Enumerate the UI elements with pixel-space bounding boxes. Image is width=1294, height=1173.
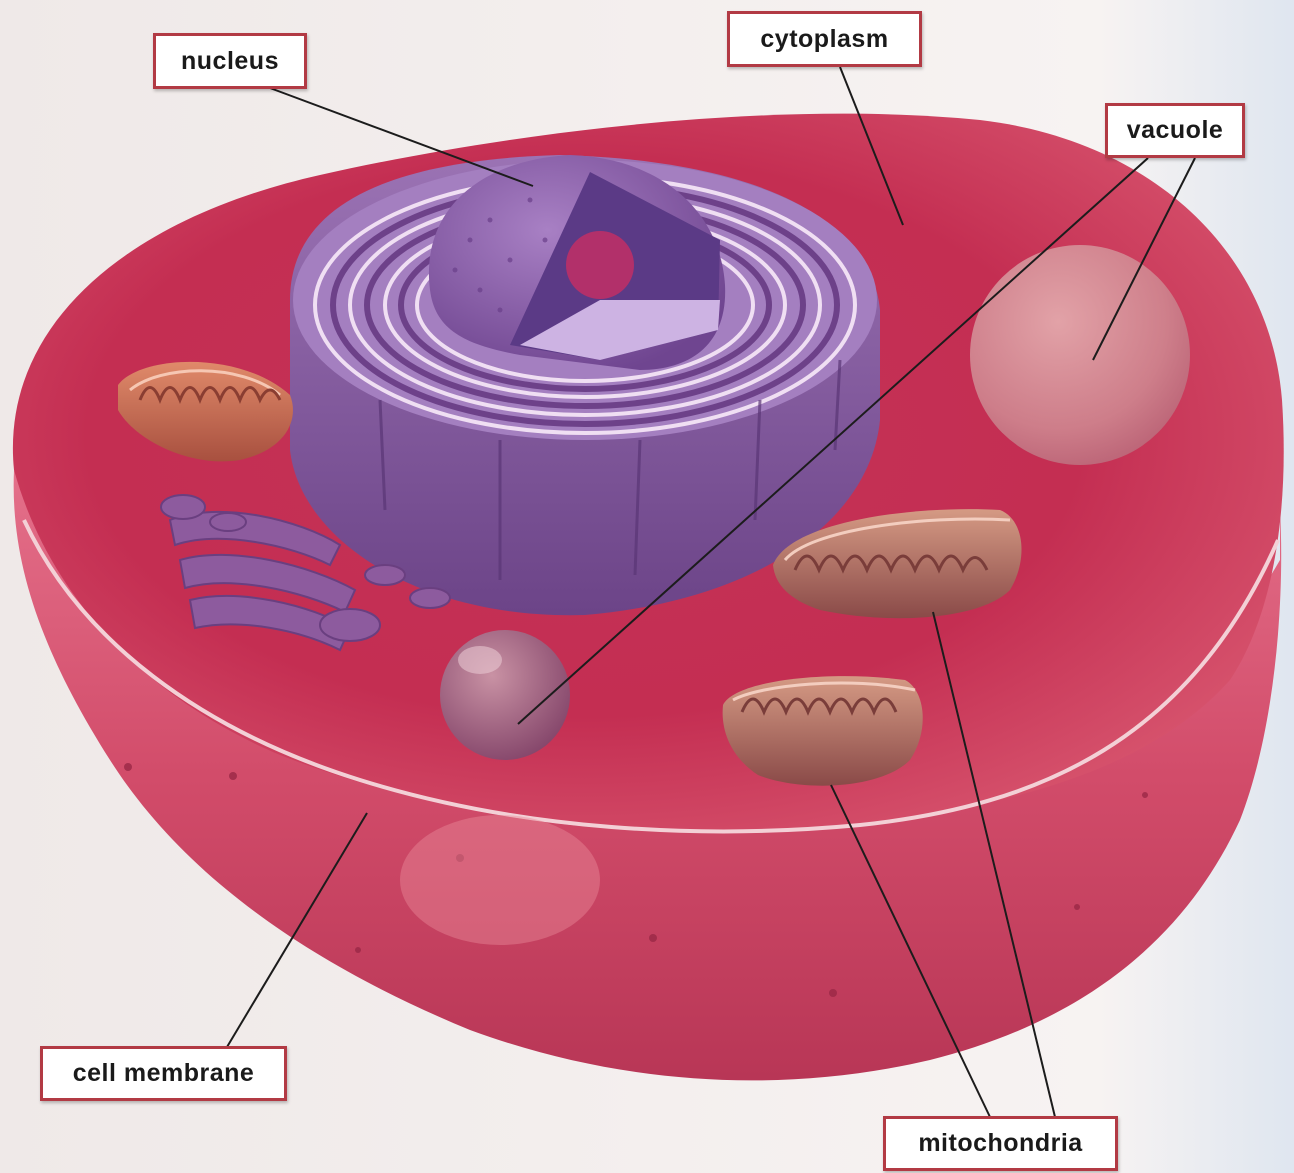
nucleolus [566, 231, 634, 299]
vacuole-large [970, 245, 1190, 465]
vacuole-small-shine [458, 646, 502, 674]
label-cell-membrane: cell membrane [40, 1046, 287, 1101]
label-mitochondria: mitochondria [883, 1116, 1118, 1171]
label-nucleus: nucleus [153, 33, 307, 89]
mitochondrion-right-lower [723, 676, 923, 786]
label-cytoplasm: cytoplasm [727, 11, 922, 67]
wall-highlight [400, 815, 600, 945]
label-vacuole: vacuole [1105, 103, 1245, 158]
